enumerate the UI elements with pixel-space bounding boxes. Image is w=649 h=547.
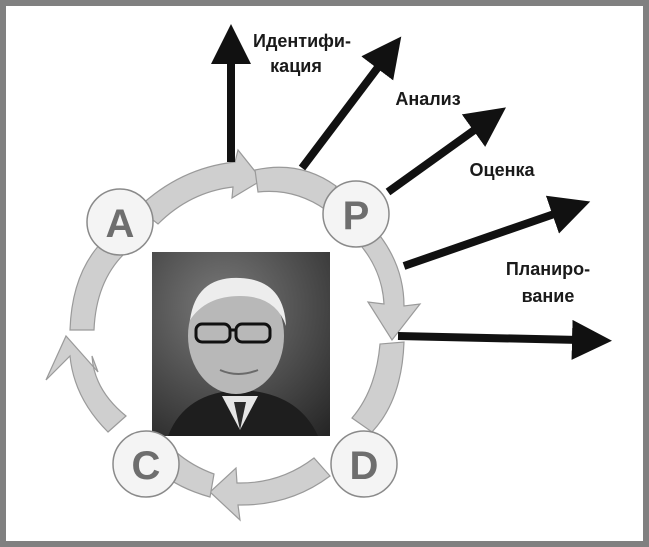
letter-d-circle: D [330,430,398,498]
arrow-analysis [298,36,402,171]
ring-arrow-p-to-d [355,225,422,342]
letter-c-circle: C [112,430,180,498]
ring-arrow-right-lower [351,341,405,433]
letter-c: C [132,444,161,488]
arrow-do [397,319,612,360]
letter-a-circle: A [86,188,154,256]
cycle-ring [45,148,422,522]
label-evaluation: Оценка [470,160,536,180]
ring-arrow-top-right [254,166,337,211]
ring-arrow-d-to-c [209,457,331,522]
output-arrows [211,24,612,360]
ring-arrow-a-to-p [137,148,263,225]
portrait-photo [152,252,330,436]
letter-p: P [343,194,370,238]
letter-p-circle: P [322,180,390,248]
arrow-planning [402,195,591,270]
letter-d: D [350,444,379,488]
label-planning-2: вание [522,286,575,306]
letter-a: A [106,202,135,246]
label-identification-1: Идентифи- [253,31,351,51]
label-identification-2: кация [270,56,322,76]
ring-arrow-c-to-a [45,334,127,433]
arrow-evaluation [385,107,507,196]
label-analysis: Анализ [395,89,460,109]
label-planning-1: Планиро- [506,259,590,279]
